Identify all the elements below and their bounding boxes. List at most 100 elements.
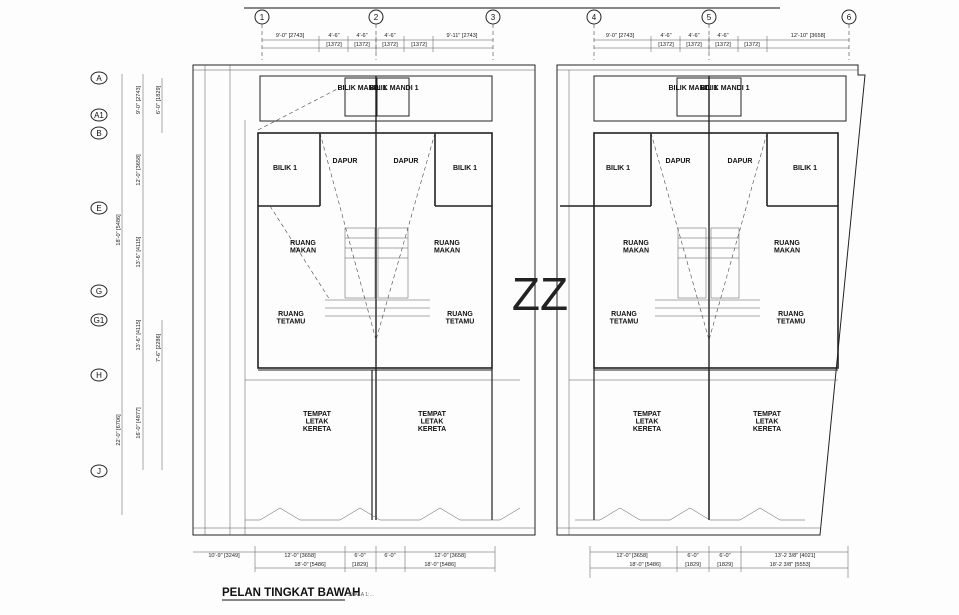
svg-text:[1372]: [1372] (354, 42, 370, 48)
svg-text:[1372]: [1372] (715, 42, 731, 48)
room-label-line: RUANG (434, 240, 460, 247)
top-dimensions-left: 9'-0" [2743] 4'-6" 4'-6" 4'-6" 9'-11" [2… (262, 33, 493, 52)
svg-text:6'-0": 6'-0" (687, 553, 698, 559)
room-label-dapur: DAPUR (394, 158, 419, 165)
grid-row-markers: A A1 B E G G1 H J (90, 71, 108, 478)
grid-row-B: B (90, 126, 108, 140)
room-label-line: TEMPAT (303, 411, 331, 418)
room-label-line: TETAMU (446, 319, 475, 326)
svg-text:A: A (96, 74, 102, 83)
room-labels-right: BILIK MANDI 1 BILIK MANDI 1 BILIK 1 DAPU… (606, 85, 817, 433)
svg-text:13'-6" [4115]: 13'-6" [4115] (136, 236, 142, 267)
grid-column-markers: 1 2 3 4 5 6 (254, 9, 857, 60)
svg-text:[1372]: [1372] (686, 42, 702, 48)
room-label-line: RUANG (623, 240, 649, 247)
room-label-line: MAKAN (774, 248, 800, 255)
svg-text:5: 5 (707, 13, 712, 22)
grid-row-H: H (90, 368, 108, 382)
svg-text:6'-0": 6'-0" (354, 553, 365, 559)
svg-text:12'-0" [3658]: 12'-0" [3658] (136, 154, 142, 186)
room-label-bilik: BILIK 1 (606, 165, 630, 172)
room-label-line: LETAK (756, 419, 779, 426)
room-label-line: KERETA (633, 426, 661, 433)
room-label-bilik: BILIK 1 (453, 165, 477, 172)
grid-bubble-5: 5 (701, 9, 717, 25)
room-label-line: TEMPAT (753, 411, 781, 418)
svg-text:[1372]: [1372] (382, 42, 398, 48)
dim-top-right-1: 9'-0" [2743] (606, 33, 635, 39)
room-label-line: RUANG (447, 311, 473, 318)
room-label-line: TEMPAT (418, 411, 446, 418)
dim-top-left-3: 4'-6" (356, 33, 367, 39)
svg-text:6'-0" [1829]: 6'-0" [1829] (156, 85, 162, 114)
dim-top-right-2: 4'-6" (660, 33, 671, 39)
room-label-line: RUANG (290, 240, 316, 247)
svg-text:2: 2 (374, 13, 379, 22)
svg-text:B: B (96, 129, 101, 138)
bottom-dimensions-left: 10'-9" [3249] 12'-0" [3658] 6'-0" 6'-0" … (193, 546, 496, 572)
svg-text:7'-6" [2286]: 7'-6" [2286] (156, 333, 162, 362)
room-label-line: KERETA (418, 426, 446, 433)
room-label-bilik-mandi: BILIK MANDI 1 (669, 85, 718, 92)
room-label-dapur: DAPUR (666, 158, 691, 165)
svg-text:[1829]: [1829] (717, 562, 733, 568)
dim-top-left-2: 4'-6" (328, 33, 339, 39)
svg-text:6'-0": 6'-0" (719, 553, 730, 559)
svg-text:12'-0" [3658]: 12'-0" [3658] (284, 553, 316, 559)
left-dimensions: 9'-0" [2743] 12'-0" [3658] 18'-0" [5486]… (116, 74, 163, 515)
left-building (192, 64, 536, 536)
svg-text:13'-2 3/8" [4021]: 13'-2 3/8" [4021] (775, 553, 816, 559)
dim-top-left-1: 9'-0" [2743] (276, 33, 305, 39)
grid-bubble-4: 4 (586, 9, 602, 25)
svg-text:18'-0" [5486]: 18'-0" [5486] (424, 562, 456, 568)
room-label-bilik-mandi: BILIK MANDI 1 (701, 85, 750, 92)
svg-text:[1372]: [1372] (411, 42, 427, 48)
room-label-dapur: DAPUR (728, 158, 753, 165)
svg-text:J: J (97, 467, 101, 476)
svg-text:12'-0" [3658]: 12'-0" [3658] (616, 553, 648, 559)
svg-text:[1372]: [1372] (658, 42, 674, 48)
room-label-line: MAKAN (290, 248, 316, 255)
room-label-line: LETAK (306, 419, 329, 426)
room-label-line: TEMPAT (633, 411, 661, 418)
room-label-line: RUANG (774, 240, 800, 247)
room-label-line: RUANG (778, 311, 804, 318)
svg-text:G: G (96, 287, 102, 296)
room-label-line: TETAMU (610, 319, 639, 326)
room-label-line: MAKAN (434, 248, 460, 255)
room-label-line: TETAMU (777, 319, 806, 326)
svg-text:18'-0" [5486]: 18'-0" [5486] (629, 562, 661, 568)
svg-text:[1829]: [1829] (352, 562, 368, 568)
svg-text:18'-0" [5486]: 18'-0" [5486] (116, 214, 122, 246)
room-labels-left: BILIK MANDI 1 BILIK MANDI 1 BILIK 1 DAPU… (273, 85, 477, 433)
dim-top-right-4: 4'-6" (717, 33, 728, 39)
top-dimensions-right: 9'-0" [2743] 4'-6" 4'-6" 4'-6" 12'-10" [… (594, 33, 849, 52)
grid-bubble-6: 6 (841, 9, 857, 25)
svg-text:18'-0" [5486]: 18'-0" [5486] (294, 562, 326, 568)
grid-row-J: J (90, 464, 108, 478)
room-label-line: TETAMU (277, 319, 306, 326)
svg-text:H: H (96, 371, 102, 380)
room-label-line: KERETA (753, 426, 781, 433)
svg-text:16'-0" [4877]: 16'-0" [4877] (136, 407, 142, 439)
grid-row-G1: G1 (90, 313, 108, 327)
room-label-bilik-mandi: BILIK MANDI 1 (370, 85, 419, 92)
room-label-bilik: BILIK 1 (793, 165, 817, 172)
svg-text:10'-9" [3249]: 10'-9" [3249] (208, 553, 240, 559)
room-label-line: LETAK (636, 419, 659, 426)
svg-text:9'-0" [2743]: 9'-0" [2743] (136, 85, 142, 114)
bottom-dimensions-right: 12'-0" [3658] 6'-0" 6'-0" 13'-2 3/8" [40… (589, 546, 849, 578)
svg-text:12'-0" [3658]: 12'-0" [3658] (434, 553, 466, 559)
grid-bubble-3: 3 (485, 9, 501, 25)
plan-title: PELAN TINGKAT BAWAH (222, 587, 360, 599)
svg-text:A1: A1 (94, 111, 104, 120)
svg-text:18'-2 3/8" [5553]: 18'-2 3/8" [5553] (770, 562, 811, 568)
